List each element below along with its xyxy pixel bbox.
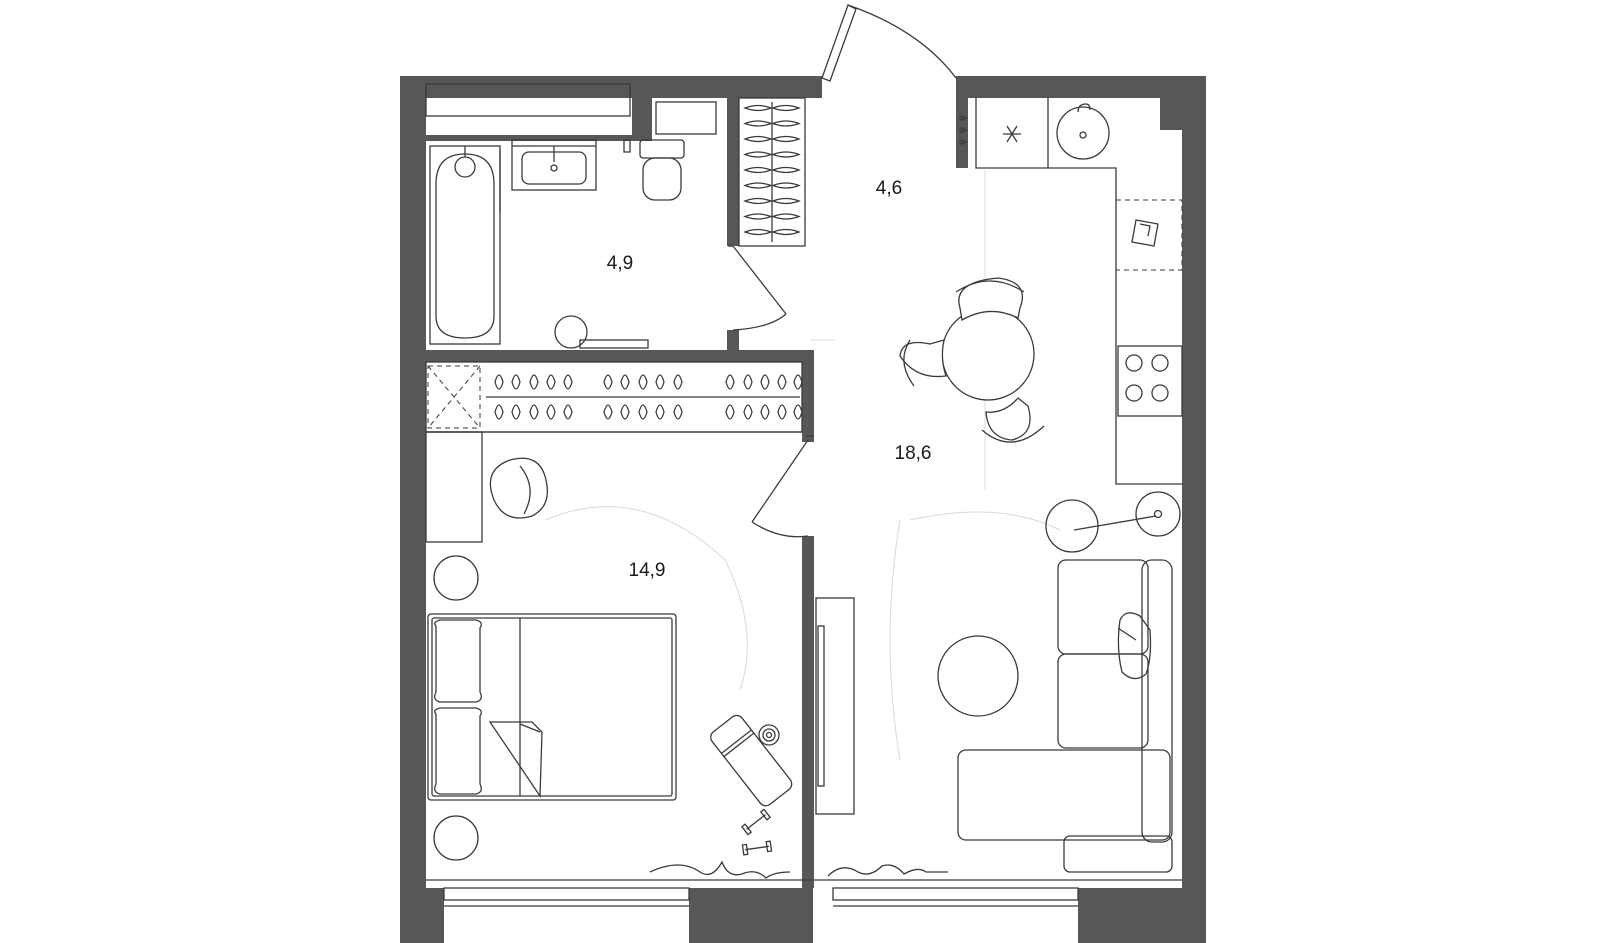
hanger — [743, 151, 773, 158]
hanger — [638, 404, 648, 420]
hanger — [743, 404, 753, 420]
hanger — [793, 404, 803, 420]
hanger — [655, 404, 665, 420]
kitchen-fixtures — [815, 98, 1183, 877]
hanger — [743, 135, 773, 143]
hanger — [777, 374, 787, 390]
hanger — [771, 182, 801, 189]
hanger — [546, 374, 556, 390]
hanger — [494, 374, 504, 390]
hanger — [743, 197, 773, 205]
hanger — [771, 151, 801, 158]
wall-hooks — [959, 115, 968, 145]
hanger — [546, 404, 556, 420]
hanger — [620, 374, 630, 390]
hanger — [760, 404, 770, 420]
hanger — [638, 374, 648, 390]
bathroom-fixtures — [425, 83, 787, 349]
hanger — [563, 404, 573, 420]
area-label-bedroom: 14,9 — [629, 560, 666, 581]
bedroom-hangers — [494, 374, 803, 420]
hanger — [743, 104, 773, 112]
hanger — [760, 374, 770, 390]
hanger — [563, 374, 573, 390]
hanger — [725, 374, 735, 390]
hanger — [743, 120, 773, 127]
hanger — [673, 374, 683, 390]
hanger — [771, 135, 801, 143]
area-label-kitchen-living: 18,6 — [895, 443, 932, 464]
hanger — [743, 166, 773, 174]
hanger — [743, 374, 753, 390]
hanger — [771, 120, 801, 127]
hanger — [793, 374, 803, 390]
hanger — [771, 213, 801, 220]
hanger — [529, 404, 539, 420]
hanger — [777, 404, 787, 420]
hanger — [743, 213, 773, 220]
windows — [426, 879, 1182, 907]
hallway-hangers — [743, 104, 801, 236]
entrance-door — [821, 4, 957, 82]
hanger — [655, 374, 665, 390]
hanger — [529, 374, 539, 390]
hanger — [511, 374, 521, 390]
hanger — [771, 197, 801, 205]
bedroom-fixtures — [425, 361, 814, 879]
hallway-wardrobe — [738, 97, 806, 247]
hanger — [494, 404, 504, 420]
area-label-bathroom: 4,9 — [607, 253, 633, 274]
hanger — [620, 404, 630, 420]
hanger — [771, 166, 801, 174]
hanger — [603, 374, 613, 390]
hanger — [673, 404, 683, 420]
hanger — [603, 404, 613, 420]
hanger — [743, 228, 773, 236]
hanger — [725, 404, 735, 420]
hanger — [511, 404, 521, 420]
hanger — [743, 182, 773, 189]
walls — [400, 76, 1206, 943]
hanger — [771, 228, 801, 236]
hanger — [771, 104, 801, 112]
area-label-hallway: 4,6 — [876, 178, 902, 199]
